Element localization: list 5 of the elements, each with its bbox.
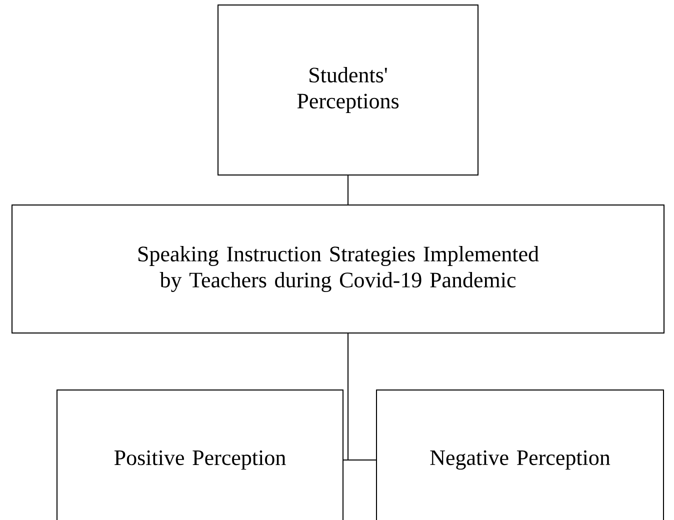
text-box: Students' Perceptions <box>218 4 478 176</box>
text-box: Speaking Instruction Strategies Implemented by Teachers during Covid-19 Pandemic <box>12 204 664 334</box>
text-box: Positive Perception <box>56 390 344 520</box>
text-box: Negative Perception <box>376 390 664 520</box>
connector-line <box>348 333 376 460</box>
